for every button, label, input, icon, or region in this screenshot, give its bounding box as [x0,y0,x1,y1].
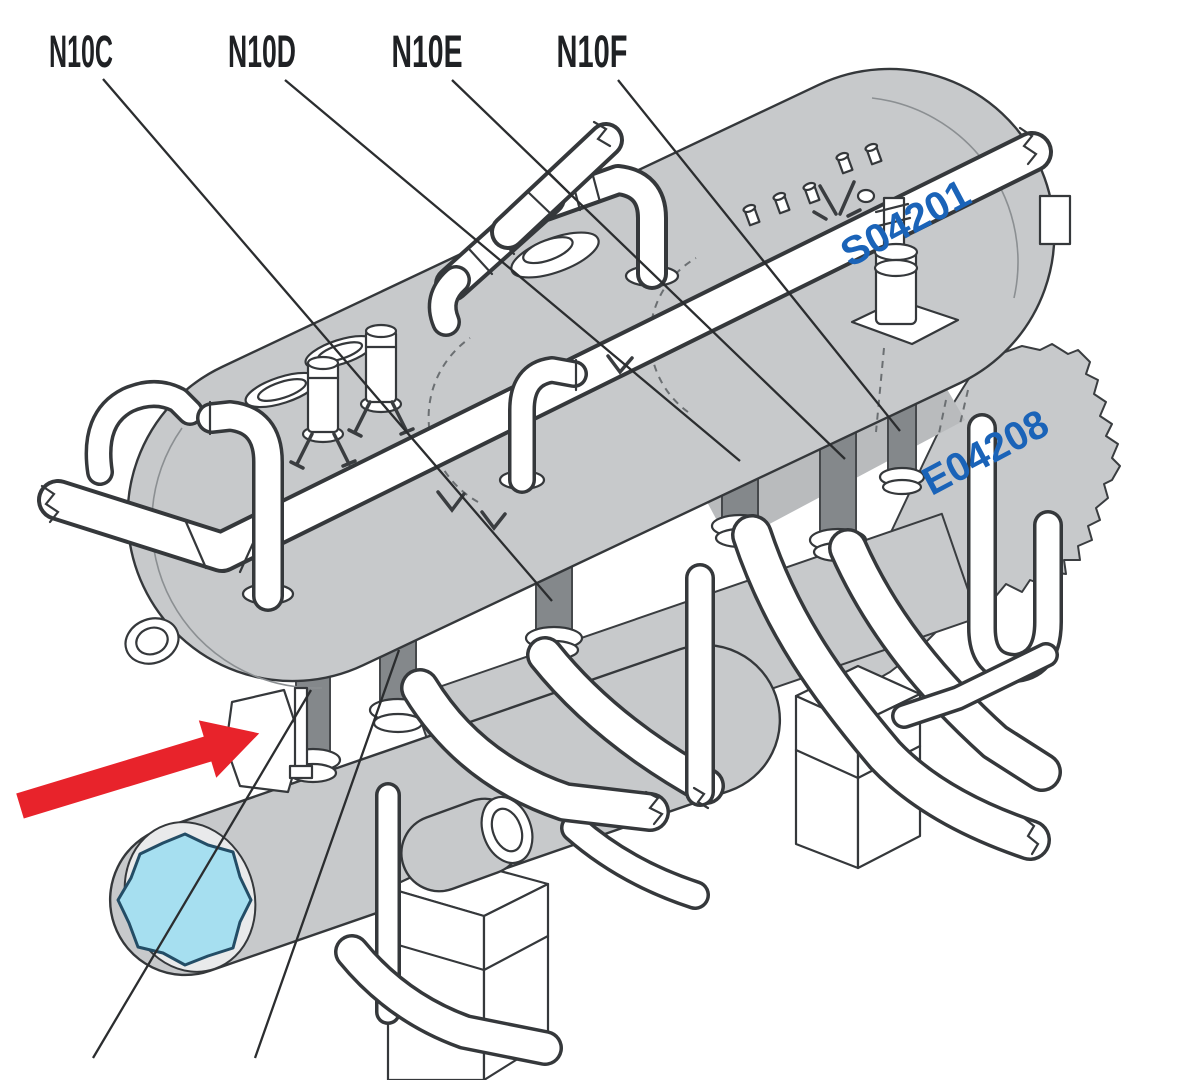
leader-line-n10f [617,79,901,432]
hook-pipe [84,380,204,486]
label-n10e: N10E [392,26,463,77]
inclined-pipe-elbow [427,265,471,337]
leader-line-cutoff-1 [92,689,312,1059]
bolt-stud-1 [742,203,761,227]
drum-top-fittings [84,120,960,612]
manway-outline-1 [427,337,479,503]
downcomer-pipe-4 [731,514,1051,861]
downcomer-pipe-mid-low [560,813,710,910]
label-n10f: N10F [557,26,628,77]
downcomer-pipe-2 [526,636,725,805]
j-pipe-center [498,356,588,494]
left-dome-port [124,617,180,665]
pipe-cut-mark-2 [692,786,710,810]
leader-line-n10e [451,79,846,460]
label-n10d: N10D [228,26,296,77]
cut-pipe-face [116,832,253,967]
vent-pipe-cluster [427,120,680,337]
downcomer-pipe-bottom-left [334,934,563,1066]
left-dome-seam [151,427,323,689]
downcomer-pipe-5 [828,528,1062,792]
leader-line-cutoff-2 [253,649,401,1059]
bolt-stud-2 [772,191,791,215]
flange-ring-1 [244,371,320,409]
right-dome-stub [1038,194,1072,246]
j-pipe-left [196,400,295,612]
weld-chevrons [436,354,634,531]
hidden-line-dashes [937,389,969,439]
pipe-cut-mark-1 [644,790,664,826]
downcomer-pipes [334,413,1063,1066]
relief-valve-2 [347,323,415,438]
leader-line-n10c [102,78,553,602]
bolt-stud-4 [835,151,854,175]
leader-lines [92,78,901,1059]
red-arrow [16,720,260,819]
pipe-cut-right [1018,126,1038,166]
dome-port-small [856,188,876,204]
pipe-cut-mark-3 [1022,816,1040,856]
bolt-stud-3 [802,181,821,205]
bolt-studs [742,142,883,227]
downcomer-pipe-1 [400,668,670,832]
small-drum [400,795,534,893]
label-n10c: N10C [49,26,113,77]
bolt-stud-5 [864,142,883,166]
steam-header-pipe [37,126,1053,574]
leader-line-n10d [284,79,741,462]
relief-valve-1 [289,355,357,470]
pipe-cut-left [40,484,60,524]
diagonal-pipe-right-low [891,642,1059,729]
drain-pipe [288,686,314,780]
valve-s04201 [812,180,960,433]
